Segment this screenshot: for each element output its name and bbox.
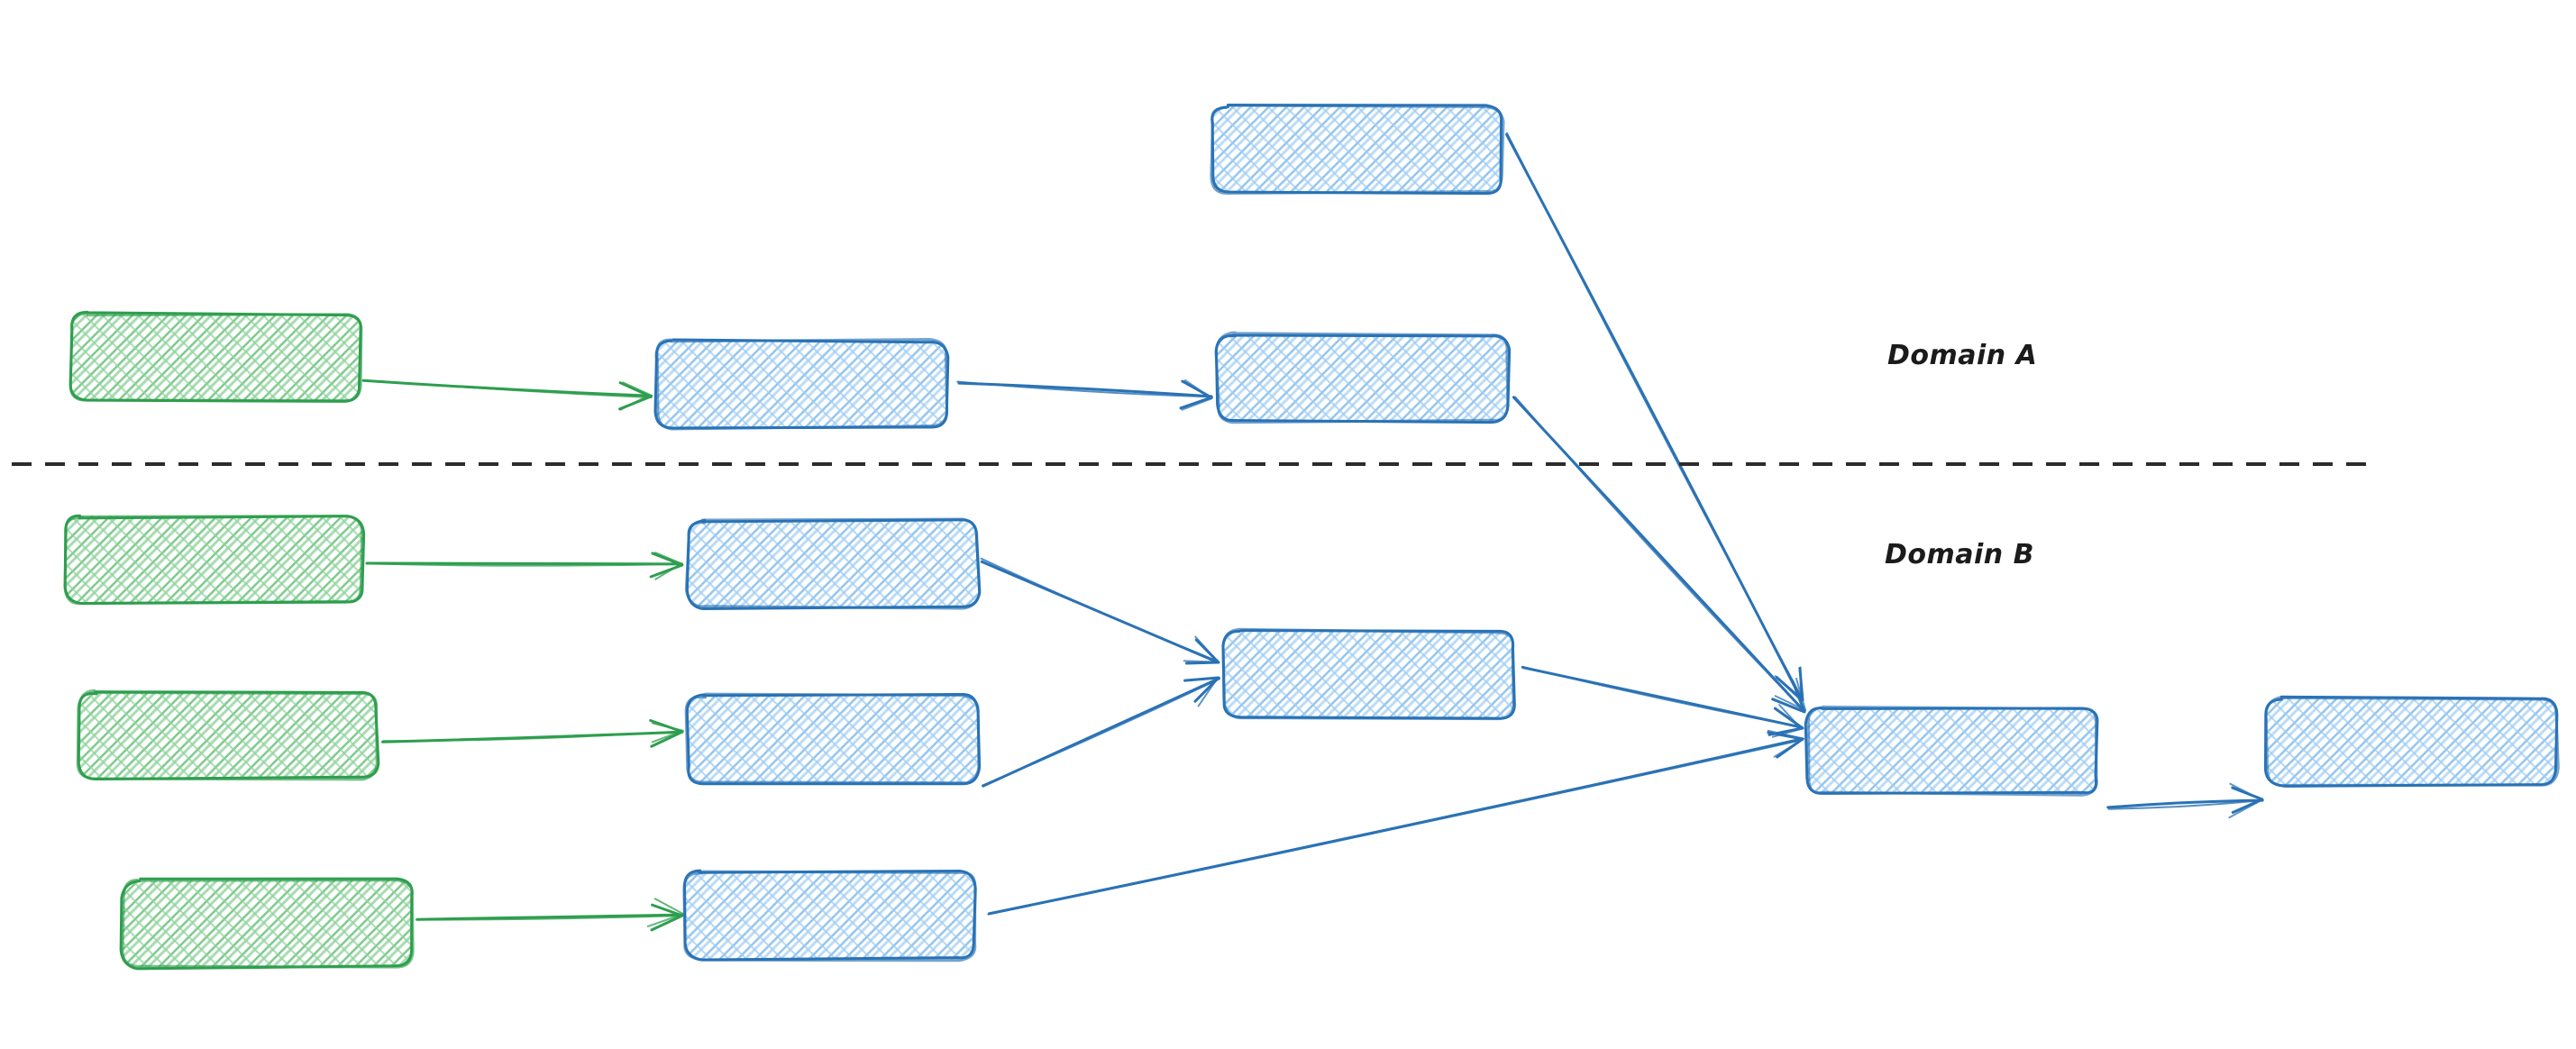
- edge-shaft: [2106, 798, 2264, 809]
- arrow-head-icon: [650, 903, 684, 932]
- edge-b4-to-b6[interactable]: [981, 676, 1221, 788]
- domain-a-label: Domain A: [1887, 340, 2037, 371]
- arrow-head-icon: [651, 722, 684, 743]
- node-b4[interactable]: [684, 692, 982, 786]
- edges-layer: [361, 132, 2264, 932]
- edge-shaft: [1514, 396, 1805, 712]
- arrow-head-icon: [649, 552, 684, 579]
- node-b7[interactable]: [1804, 705, 2099, 797]
- edge-b7-to-b8[interactable]: [2106, 782, 2264, 819]
- nodes-layer: [63, 104, 2560, 971]
- edge-b0-to-b7[interactable]: [1505, 132, 1804, 702]
- edge-shaft: [365, 561, 684, 566]
- node-outline: [121, 879, 415, 969]
- node-fill-secondary: [1806, 707, 2097, 795]
- node-fill-secondary: [1217, 333, 1509, 422]
- edge-g2-to-b3[interactable]: [365, 552, 684, 580]
- edge-g4-to-b5[interactable]: [415, 898, 685, 932]
- arrow-head-icon: [1189, 676, 1219, 707]
- node-b6[interactable]: [1221, 627, 1516, 721]
- node-outline: [2264, 695, 2560, 787]
- node-outline: [1221, 627, 1515, 721]
- edge-shaft: [987, 738, 1804, 916]
- node-b2[interactable]: [1214, 331, 1512, 424]
- arrow-head-icon: [2228, 782, 2263, 819]
- node-outline: [1210, 104, 1505, 196]
- edge-g1-to-b1[interactable]: [361, 379, 653, 411]
- node-g1[interactable]: [69, 310, 363, 403]
- node-b8[interactable]: [2263, 695, 2560, 788]
- edge-b5-to-b7[interactable]: [987, 729, 1805, 916]
- node-b3[interactable]: [684, 517, 982, 611]
- edge-shaft: [415, 914, 684, 921]
- node-fill-secondary: [687, 520, 978, 607]
- arrow-head-icon: [2231, 786, 2264, 814]
- node-fill-secondary: [1210, 105, 1503, 194]
- node-b1[interactable]: [653, 337, 950, 431]
- edge-shaft: [981, 678, 1219, 787]
- edge-shaft: [987, 737, 1804, 916]
- node-outline: [684, 692, 981, 785]
- node-outline: [76, 689, 379, 781]
- node-outline: [684, 517, 982, 610]
- edge-shaft: [980, 557, 1219, 662]
- node-fill-secondary: [122, 880, 414, 967]
- edge-shaft: [1521, 665, 1804, 728]
- edge-b1-to-b2[interactable]: [956, 379, 1213, 411]
- node-outline: [63, 515, 364, 605]
- node-fill-secondary: [69, 313, 361, 401]
- node-fill-secondary: [684, 871, 975, 960]
- edge-b2-to-b7[interactable]: [1512, 396, 1807, 714]
- node-outline: [655, 337, 949, 431]
- node-g2[interactable]: [63, 514, 366, 606]
- arrow-head-icon: [654, 552, 683, 580]
- node-fill-secondary: [2266, 698, 2558, 786]
- node-b5[interactable]: [682, 869, 977, 962]
- edge-shaft: [1505, 132, 1804, 699]
- node-outline: [1214, 331, 1510, 424]
- node-g3[interactable]: [76, 689, 380, 781]
- arrow-head-icon: [1183, 676, 1220, 703]
- node-g4[interactable]: [119, 877, 415, 971]
- arrow-head-icon: [1767, 729, 1805, 758]
- edge-b6-to-b7[interactable]: [1521, 665, 1804, 738]
- node-outline: [1806, 705, 2098, 797]
- arrow-head-icon: [1181, 379, 1213, 411]
- arrow-head-icon: [619, 381, 652, 411]
- edge-shaft: [382, 730, 684, 743]
- node-fill-secondary: [1223, 630, 1514, 718]
- domain-b-label: Domain B: [1885, 539, 2034, 570]
- arrow-head-icon: [1774, 678, 1807, 712]
- arrow-head-icon: [1771, 680, 1806, 714]
- arrow-head-icon: [1183, 635, 1219, 663]
- node-fill-secondary: [687, 695, 978, 783]
- edge-shaft: [362, 379, 653, 399]
- edge-b3-to-b6[interactable]: [980, 557, 1220, 665]
- edge-shaft: [365, 562, 683, 567]
- node-outline: [682, 870, 977, 962]
- node-fill-secondary: [655, 340, 946, 428]
- edge-shaft: [2107, 799, 2263, 810]
- edge-g3-to-b4[interactable]: [380, 718, 684, 748]
- node-b0[interactable]: [1210, 104, 1505, 196]
- node-fill-secondary: [64, 515, 363, 604]
- edge-shaft: [956, 380, 1213, 398]
- node-outline: [69, 312, 363, 402]
- node-fill-secondary: [79, 691, 378, 780]
